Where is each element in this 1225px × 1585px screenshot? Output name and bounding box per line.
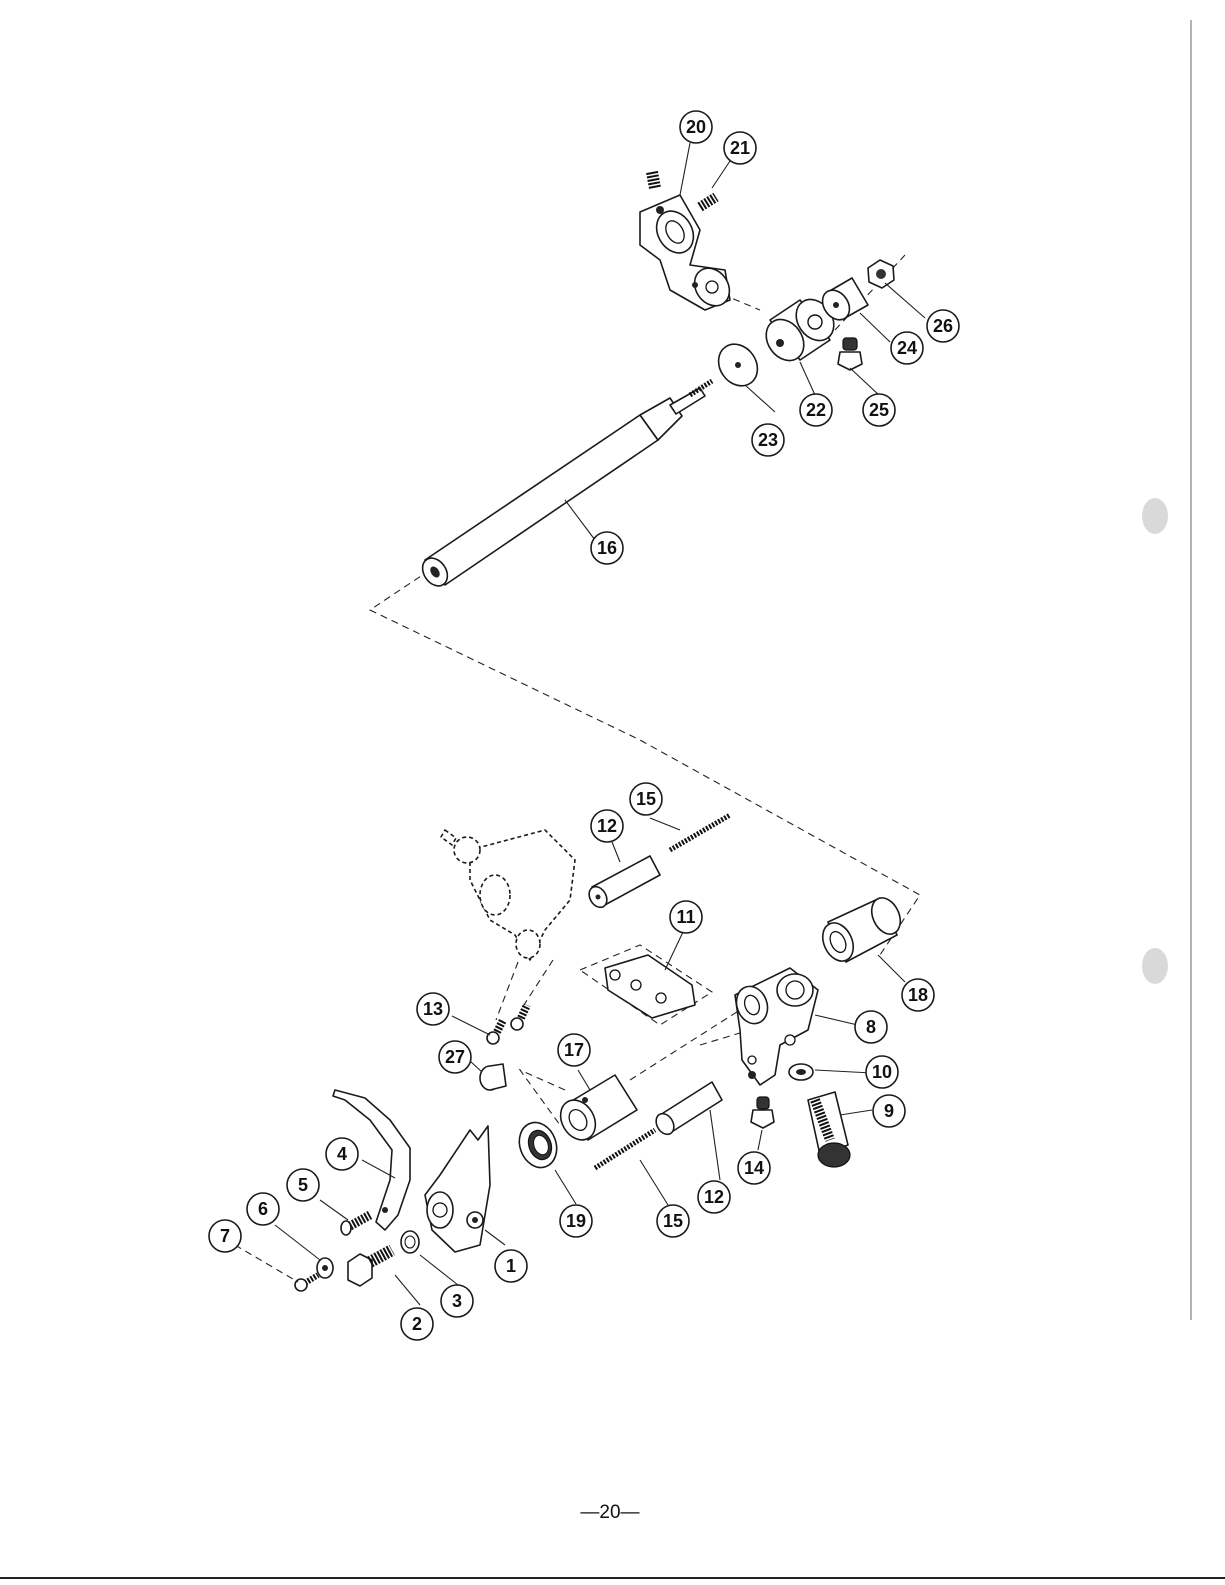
svg-text:12: 12 (597, 816, 617, 836)
svg-text:4: 4 (337, 1144, 347, 1164)
callout-21: 21 (724, 132, 756, 164)
svg-text:23: 23 (758, 430, 778, 450)
page-number: —20— (560, 1502, 660, 1524)
svg-text:27: 27 (445, 1047, 465, 1067)
svg-text:5: 5 (298, 1175, 308, 1195)
callout-6: 6 (247, 1193, 279, 1225)
svg-text:14: 14 (744, 1158, 764, 1178)
svg-text:21: 21 (730, 138, 750, 158)
screw-7 (295, 1275, 318, 1291)
alignment-line-7 (235, 1245, 298, 1282)
callout-7: 7 (209, 1220, 241, 1252)
spring-15-upper (670, 815, 730, 850)
seal-19 (513, 1117, 563, 1173)
callout-2: 2 (401, 1308, 433, 1340)
washer-6 (317, 1258, 333, 1278)
callout-18: 18 (902, 979, 934, 1011)
callout-16: 16 (591, 532, 623, 564)
svg-text:17: 17 (564, 1040, 584, 1060)
svg-text:6: 6 (258, 1199, 268, 1219)
svg-text:24: 24 (897, 338, 917, 358)
callout-12-upper: 12 (591, 810, 623, 842)
bottom-rule (0, 1577, 1225, 1579)
svg-text:15: 15 (663, 1211, 683, 1231)
svg-text:25: 25 (869, 400, 889, 420)
callout-15-upper: 15 (630, 783, 662, 815)
svg-text:11: 11 (676, 907, 695, 927)
svg-text:12: 12 (704, 1187, 724, 1207)
callout-1: 1 (495, 1250, 527, 1282)
svg-text:9: 9 (884, 1101, 894, 1121)
shaft-16 (417, 381, 712, 591)
upper-assembly (370, 143, 925, 955)
svg-text:22: 22 (806, 400, 826, 420)
callout-17: 17 (558, 1034, 590, 1066)
svg-text:7: 7 (220, 1226, 230, 1246)
callout-22: 22 (800, 394, 832, 426)
callout-8: 8 (855, 1011, 887, 1043)
callout-14: 14 (738, 1152, 770, 1184)
plug-27 (480, 1064, 506, 1090)
callout-13: 13 (417, 993, 449, 1025)
svg-text:13: 13 (423, 999, 443, 1019)
callout-26: 26 (927, 310, 959, 342)
svg-text:1: 1 (506, 1256, 516, 1276)
washer-23 (711, 337, 766, 394)
svg-text:2: 2 (412, 1314, 422, 1334)
callout-4: 4 (326, 1138, 358, 1170)
callout-3: 3 (441, 1285, 473, 1317)
bracket-20 (640, 195, 737, 313)
set-screw-upper (652, 172, 655, 188)
callout-10: 10 (866, 1056, 898, 1088)
screw-14 (751, 1097, 774, 1128)
lock-washer-10 (789, 1064, 813, 1080)
spring-15-lower (595, 1130, 655, 1168)
svg-text:18: 18 (908, 985, 928, 1005)
callout-12-lower: 12 (698, 1181, 730, 1213)
set-screw-21 (700, 197, 716, 207)
svg-text:19: 19 (566, 1211, 586, 1231)
svg-text:3: 3 (452, 1291, 462, 1311)
bolt-9 (808, 1092, 850, 1167)
callout-23: 23 (752, 424, 784, 456)
svg-text:10: 10 (872, 1062, 892, 1082)
svg-text:26: 26 (933, 316, 953, 336)
svg-text:15: 15 (636, 789, 656, 809)
callout-5: 5 (287, 1169, 319, 1201)
callout-11: 11 (670, 901, 702, 933)
phantom-housing (441, 830, 575, 1020)
callout-27: 27 (439, 1041, 471, 1073)
ring-3 (401, 1231, 419, 1253)
link-11 (605, 955, 695, 1018)
callout-20: 20 (680, 111, 712, 143)
set-screw-25 (838, 338, 862, 370)
svg-text:20: 20 (686, 117, 706, 137)
callout-9: 9 (873, 1095, 905, 1127)
stud-2 (348, 1250, 392, 1286)
pin-12-lower (653, 1082, 722, 1138)
pin-12-upper (586, 856, 660, 911)
bushing-17 (554, 1075, 637, 1146)
callout-15-lower: 15 (657, 1205, 689, 1237)
nut-26 (868, 260, 894, 288)
svg-text:8: 8 (866, 1017, 876, 1037)
screws-13 (487, 1005, 527, 1044)
presser-bar-1 (425, 1126, 490, 1252)
svg-text:16: 16 (597, 538, 617, 558)
sleeve-18 (817, 893, 906, 966)
callout-24: 24 (891, 332, 923, 364)
callout-25: 25 (863, 394, 895, 426)
alignment-line-shaft (370, 570, 920, 955)
callout-19: 19 (560, 1205, 592, 1237)
